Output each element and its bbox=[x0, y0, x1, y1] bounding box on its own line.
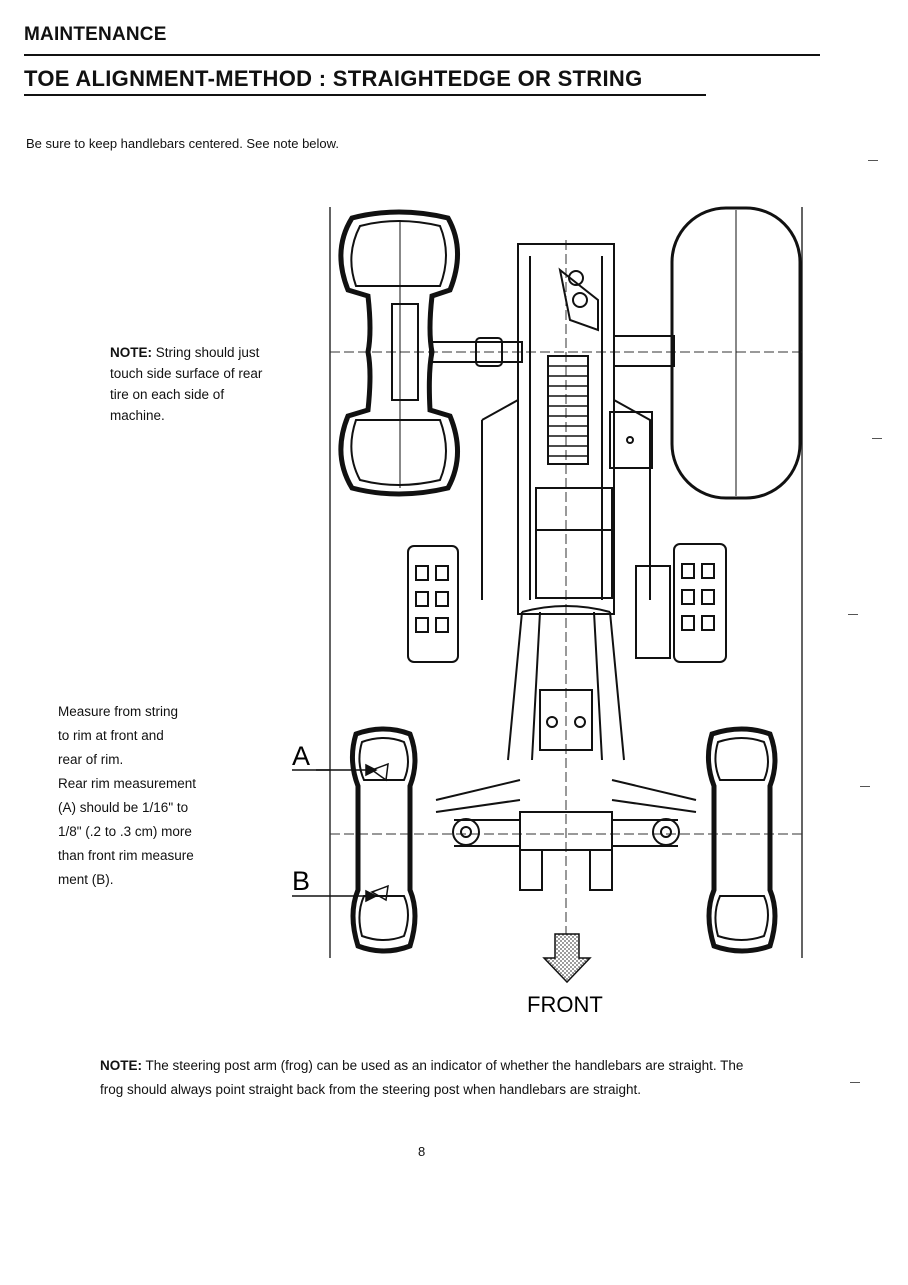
rear-axle bbox=[429, 335, 675, 367]
left-footrest bbox=[407, 545, 459, 663]
front-suspension bbox=[435, 605, 697, 891]
label-b: B bbox=[292, 866, 310, 896]
centerlines bbox=[330, 240, 802, 960]
rear-right-tire bbox=[670, 206, 802, 500]
measure-line: rear of rim. bbox=[58, 752, 124, 767]
margin-mark bbox=[850, 1082, 860, 1083]
page-title: TOE ALIGNMENT-METHOD : STRAIGHTEDGE OR S… bbox=[24, 66, 643, 91]
title-underline bbox=[24, 94, 706, 96]
measure-line: to rim at front and bbox=[58, 728, 164, 743]
measure-line: than front rim measure bbox=[58, 848, 194, 863]
steering-note-text: The steering post arm (frog) can be used… bbox=[100, 1058, 744, 1097]
front-direction-arrow bbox=[542, 933, 592, 984]
margin-mark bbox=[872, 438, 882, 439]
measure-line: Rear rim measurement bbox=[58, 776, 197, 791]
string-lines bbox=[329, 207, 803, 958]
page-number: 8 bbox=[418, 1144, 426, 1159]
side-note-label: NOTE: bbox=[110, 345, 152, 360]
steering-note-label: NOTE: bbox=[100, 1058, 142, 1073]
right-footrest bbox=[635, 543, 727, 663]
measure-line: (A) should be 1/16" to bbox=[58, 800, 189, 815]
side-note-text: String should just touch side surface of… bbox=[110, 345, 263, 423]
measure-line: ment (B). bbox=[58, 872, 114, 887]
measure-arrow-a bbox=[292, 763, 378, 777]
intro-text: Be sure to keep handlebars centered. See… bbox=[26, 136, 339, 151]
frame bbox=[481, 243, 653, 615]
margin-mark bbox=[848, 614, 858, 615]
front-right-wheel bbox=[706, 726, 778, 954]
measure-arrow-b bbox=[292, 889, 378, 903]
margin-mark bbox=[868, 160, 878, 161]
measure-line: Measure from string bbox=[58, 704, 179, 719]
measure-line: 1/8" (.2 to .3 cm) more bbox=[58, 824, 192, 839]
rear-left-tire bbox=[338, 209, 461, 497]
front-left-wheel bbox=[350, 726, 418, 954]
label-a: A bbox=[292, 741, 310, 771]
steering-note: NOTE: The steering post arm (frog) can b… bbox=[100, 1054, 760, 1102]
front-label: FRONT bbox=[527, 992, 603, 1017]
section-title: MAINTENANCE bbox=[24, 24, 167, 45]
side-note: NOTE: String should just touch side surf… bbox=[110, 342, 270, 426]
header-rule bbox=[24, 54, 820, 56]
measurement-instructions: Measure from string to rim at front and … bbox=[58, 700, 248, 892]
margin-mark bbox=[860, 786, 870, 787]
